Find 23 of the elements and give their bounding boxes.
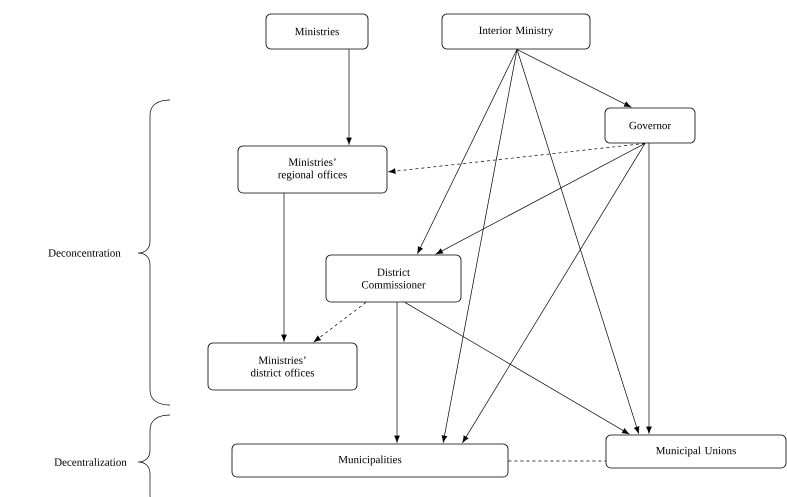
box: Municipal Unions — [606, 434, 786, 468]
arrow — [417, 49, 518, 254]
box: Municipalities — [232, 444, 508, 478]
arrow — [516, 49, 640, 434]
box: Interior Ministry — [442, 14, 590, 50]
box: District Commissioner — [326, 254, 462, 302]
arrow — [462, 143, 646, 443]
arrow — [436, 143, 646, 254]
arrow — [516, 49, 632, 108]
arrow — [442, 49, 518, 443]
arrow — [281, 193, 287, 342]
arrow — [314, 302, 366, 342]
box: Governor — [604, 108, 696, 144]
arrow — [388, 143, 646, 174]
box: Ministries’ district offices — [208, 342, 358, 390]
arrow — [394, 302, 400, 442]
box: Ministries — [266, 14, 368, 50]
arrow — [646, 143, 652, 434]
arrow — [404, 302, 630, 434]
box: Ministries’ regional offices — [238, 146, 388, 194]
brace-label: Deconcentration — [48, 249, 121, 257]
arrow — [346, 49, 352, 144]
brace-label: Decentralization — [54, 458, 127, 466]
